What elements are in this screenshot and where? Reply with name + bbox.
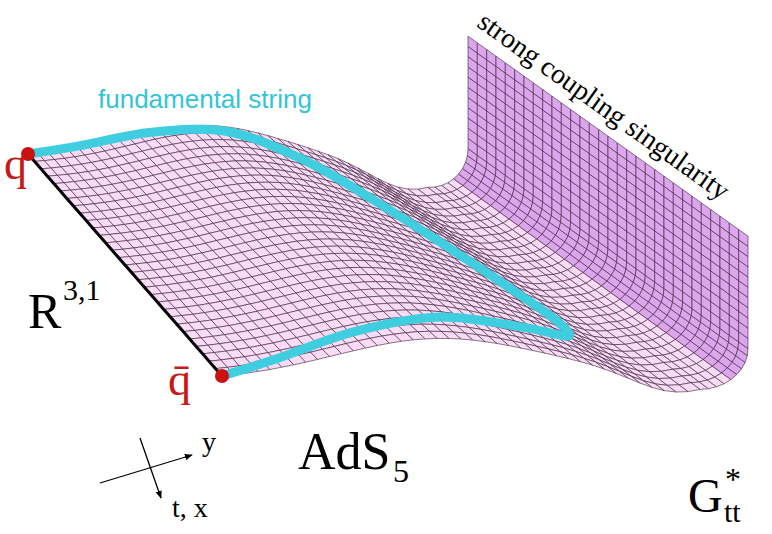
boundary-superscript: 3,1	[63, 275, 101, 305]
singularity-wall	[683, 190, 692, 207]
quark-label: q	[4, 141, 27, 187]
singularity-wall	[487, 50, 496, 67]
singularity-wall	[580, 116, 589, 133]
axis-label: t, x⃗	[172, 494, 230, 522]
singularity-wall	[636, 156, 645, 173]
singularity-wall	[599, 130, 608, 147]
singularity-wall	[711, 210, 720, 227]
metric-subscript: tt	[724, 497, 741, 527]
ads-surface	[620, 372, 641, 384]
singularity-wall	[608, 136, 617, 153]
quark-dot	[215, 369, 229, 383]
ads-surface	[608, 367, 629, 379]
singularity-wall	[664, 176, 673, 193]
ads-surface	[596, 362, 617, 373]
boundary-label: R	[28, 286, 61, 336]
singularity-wall	[561, 103, 570, 120]
singularity-wall	[701, 203, 710, 220]
singularity-wall	[645, 163, 654, 180]
singularity-wall	[589, 123, 598, 140]
singularity-wall	[729, 223, 738, 240]
singularity-wall	[468, 36, 477, 53]
axis-arrow	[140, 438, 161, 498]
singularity-wall	[673, 183, 682, 200]
singularity-wall	[720, 216, 729, 233]
singularity-wall	[496, 56, 505, 73]
singularity-wall	[655, 170, 664, 187]
antiquark-label: q̄	[168, 357, 191, 403]
singularity-wall	[477, 43, 486, 60]
singularity-wall	[533, 83, 542, 100]
boundary-line	[28, 154, 222, 376]
singularity-wall	[571, 110, 580, 127]
singularity-wall	[617, 143, 626, 160]
metric-superscript: *	[725, 463, 741, 495]
singularity-wall	[627, 150, 636, 167]
ads-surface	[584, 358, 604, 369]
singularity-wall	[515, 70, 524, 87]
singularity-wall	[739, 230, 748, 247]
ads-mesh	[28, 36, 748, 392]
singularity-label: strong coupling singularity	[472, 7, 734, 205]
singularity-wall	[552, 96, 561, 113]
axis-arrow	[100, 455, 192, 483]
singularity-wall	[524, 76, 533, 93]
fundamental-string	[28, 129, 569, 376]
singularity-wall	[543, 90, 552, 107]
bulk-subscript: 5	[393, 455, 409, 487]
singularity-wall	[505, 63, 514, 80]
bulk-label: AdS	[298, 426, 390, 478]
singularity-wall	[692, 196, 701, 213]
axis-label: y	[202, 428, 216, 456]
string-label: fundamental string	[98, 86, 312, 112]
metric-label: G	[688, 472, 723, 520]
